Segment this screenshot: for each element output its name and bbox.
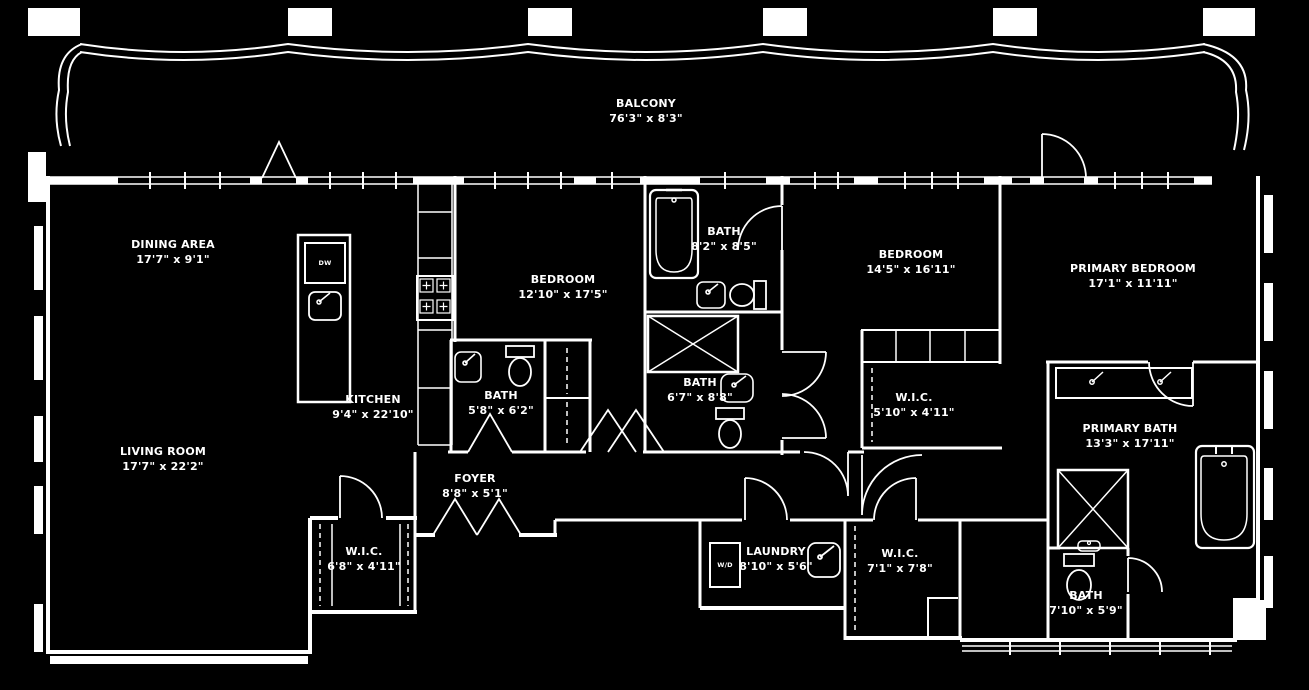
primary-shower [1056,468,1130,552]
primary-bathtub [1194,444,1256,550]
bedroom-2-door [579,408,665,453]
toilet-bath-middle [715,407,745,449]
window-mullion-ticks [149,172,1169,189]
room-label-wic-foyer: W.I.C.6'8" x 4'11" [327,545,401,574]
bathtub-top [648,188,700,280]
bath-small-door [467,412,513,453]
toilet-bath-top [729,280,767,310]
balcony-columns [28,8,1255,36]
bath-middle-door [781,393,827,439]
closet-shelving [319,329,1001,638]
sink-bath-small [454,351,482,383]
balcony-door-right [1041,133,1087,179]
room-label-wic-bedroom-3: W.I.C.5'10" x 4'11" [873,391,955,420]
laundry-door [744,477,788,521]
shower-middle [646,314,740,374]
toilet-primary-wc [1063,553,1095,601]
island-sink [308,291,342,321]
dishwasher [304,242,346,284]
bottom-window-line [962,642,1232,655]
kitchen-island [296,233,352,404]
bedroom-3-hall-door [803,451,849,497]
balcony-door-left [261,139,297,179]
top-wall-window-line [48,176,1212,185]
laundry-sink [807,542,841,578]
washer-dryer [709,542,741,588]
wic-hall-door [873,477,917,521]
entry-double-door [432,497,522,536]
interior-walls [413,176,1258,640]
stove [416,275,454,321]
room-label-wic-hall: W.I.C.7'1" x 7'8" [867,547,933,576]
exterior-walls [46,176,1260,654]
bath-top-door [737,205,783,251]
primary-bedroom-door [861,454,923,516]
balcony-railing [55,42,1250,151]
primary-bath-door [1148,361,1194,407]
sink-bath-middle [720,373,754,403]
primary-vanity [1055,367,1193,399]
exterior-window-blocks [28,152,1273,664]
bedroom-3-door [781,351,827,397]
dishwasher-label: DW [318,259,332,267]
doors [261,133,1194,593]
sink-bath-top [696,281,726,309]
primary-wc-door [1127,557,1163,593]
washer-dryer-label: W/D [717,561,733,569]
toilet-bath-small [505,345,535,387]
wic-foyer-door [339,475,383,519]
